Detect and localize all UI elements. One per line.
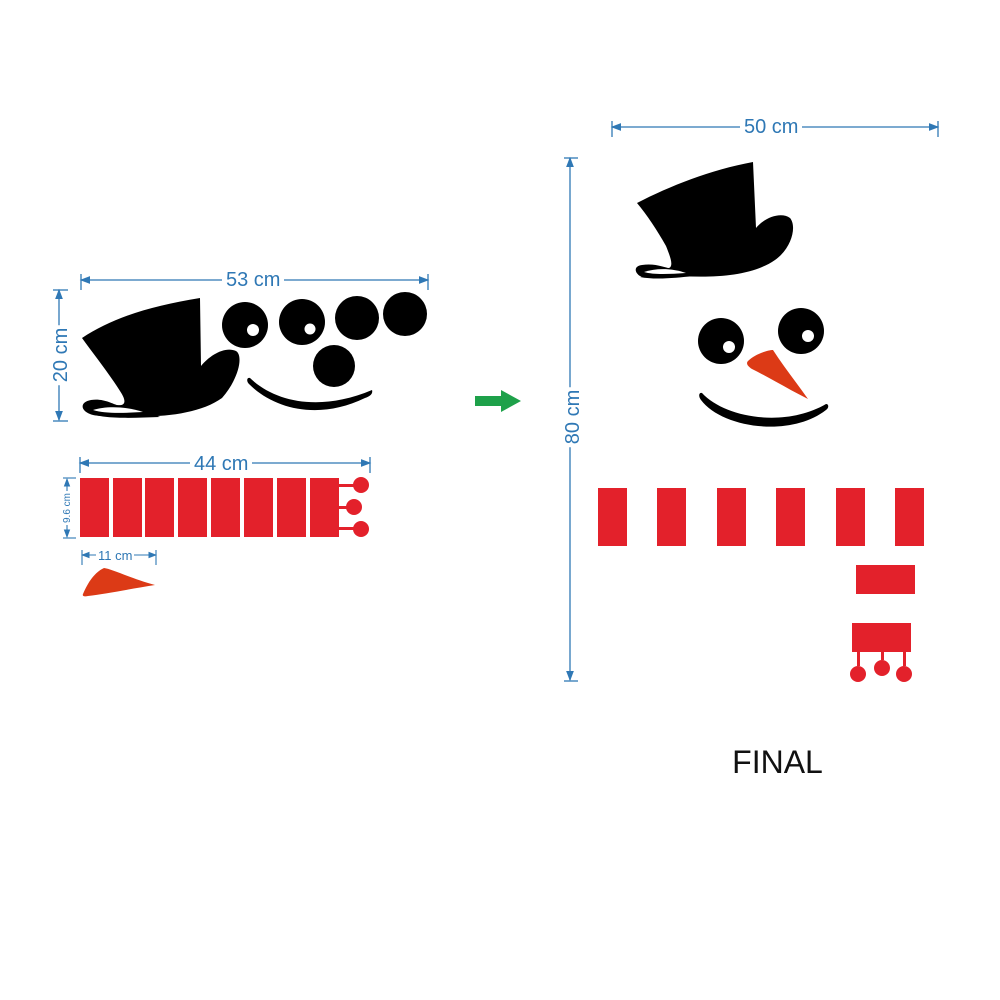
final-eye-left	[698, 318, 744, 364]
coal-button-piece	[313, 345, 355, 387]
height-label-80cm: 80 cm	[562, 386, 584, 448]
final-scarf-stripes	[598, 488, 924, 546]
coal-button-piece	[335, 296, 379, 340]
carrot-nose-piece	[82, 568, 155, 597]
final-carrot-nose	[747, 350, 808, 399]
final-eye-right	[778, 308, 824, 354]
width-label-44cm: 44 cm	[190, 454, 253, 474]
height-label-20cm: 20 cm	[50, 324, 72, 386]
height-label-9-6cm: 9.6 cm	[62, 490, 74, 526]
final-mouth	[699, 392, 829, 427]
width-label-53cm: 53 cm	[222, 270, 285, 290]
eye-piece-right	[279, 299, 325, 345]
scarf-strip-piece	[80, 477, 369, 537]
top-hat-piece	[82, 298, 240, 418]
final-top-hat	[635, 162, 794, 279]
coal-button-piece	[383, 292, 427, 336]
final-scarf-tail-upper	[856, 565, 915, 594]
final-scarf-tail-lower	[850, 623, 912, 682]
right-arrow-icon	[475, 390, 521, 412]
width-label-50cm: 50 cm	[740, 117, 803, 137]
eye-piece-left	[222, 302, 268, 348]
final-caption: FINAL	[732, 744, 823, 780]
width-label-11cm: 11 cm	[96, 548, 135, 563]
mouth-piece	[247, 377, 373, 411]
